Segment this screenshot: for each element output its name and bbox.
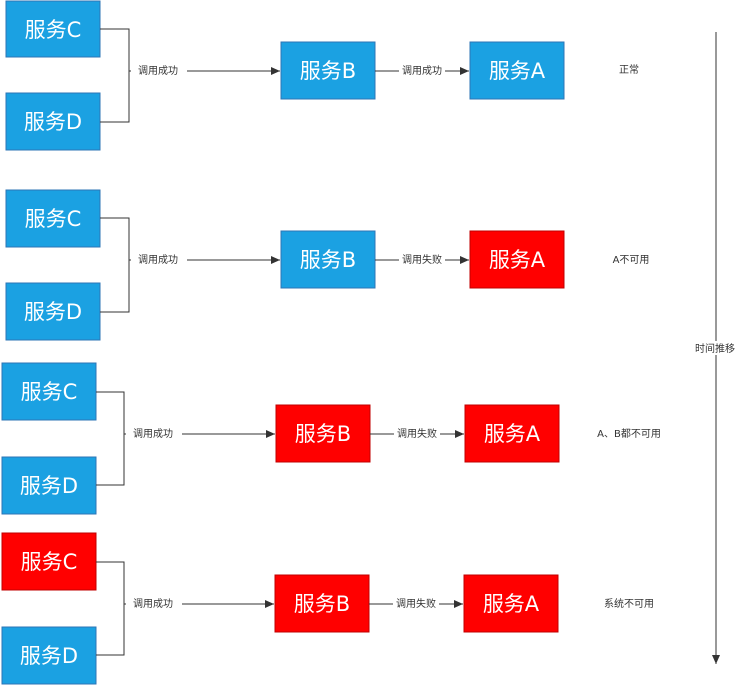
edge-b-to-a-label: 调用失败 [402,253,442,266]
state-label: A不可用 [613,255,650,266]
service-a-label: 服务A [489,59,546,83]
service-d-label: 服务D [20,474,78,498]
edge-b-to-a-label: 调用失败 [397,427,437,440]
service-b-label: 服务B [294,592,350,616]
timeline: 时间推移 [690,32,737,664]
state-label: A、B都不可用 [597,428,661,440]
service-c-label: 服务C [25,207,82,231]
timeline-label: 时间推移 [695,342,735,355]
service-d-box [5,92,101,151]
service-a-box [464,404,560,463]
scenario-row-1: 服务C 服务D 调用成功 服务B 调用成功 服务A 正常 [5,0,639,151]
scenario-row-2: 服务C 服务D 调用成功 服务B 调用失败 服务A A不可用 [5,189,650,341]
bracket-connector [100,28,130,123]
state-label: 系统不可用 [604,597,654,610]
service-c-label: 服务C [21,380,78,404]
service-a-box [469,230,565,289]
service-d-label: 服务D [24,300,82,324]
state-label: 正常 [619,63,639,76]
service-b-box [274,574,370,633]
service-b-box [280,230,376,289]
service-c-label: 服务C [21,550,78,574]
service-d-label: 服务D [24,110,82,134]
edge-c-d-to-b-label: 调用成功 [138,254,178,266]
service-a-label: 服务A [484,422,541,446]
service-d-box [1,626,97,685]
service-c-box [1,532,97,591]
edge-c-d-to-b-label: 调用成功 [138,65,178,77]
service-a-box [469,41,565,100]
edge-b-to-a-label: 调用失败 [396,597,436,610]
service-b-label: 服务B [295,422,351,446]
service-b-box [280,41,376,100]
service-a-label: 服务A [489,248,546,272]
service-a-label: 服务A [483,592,540,616]
service-c-label: 服务C [25,18,82,42]
service-b-label: 服务B [300,248,356,272]
edge-c-d-to-b-label: 调用成功 [133,598,173,610]
bracket-connector [96,391,125,486]
service-a-box [463,574,559,633]
service-d-box [1,456,97,515]
edge-c-d-to-b-label: 调用成功 [133,428,173,440]
bracket-connector [100,217,130,313]
service-b-label: 服务B [300,59,356,83]
scenario-row-4: 服务C 服务D 调用成功 服务B 调用失败 服务A 系统不可用 [1,532,654,685]
edge-b-to-a-label: 调用成功 [402,65,442,77]
bracket-connector [96,561,125,656]
service-c-box [1,362,97,421]
service-d-label: 服务D [20,644,78,668]
scenario-row-3: 服务C 服务D 调用成功 服务B 调用失败 服务A A、B都不可用 [1,362,661,515]
service-c-box [5,0,101,58]
service-c-box [5,189,101,248]
